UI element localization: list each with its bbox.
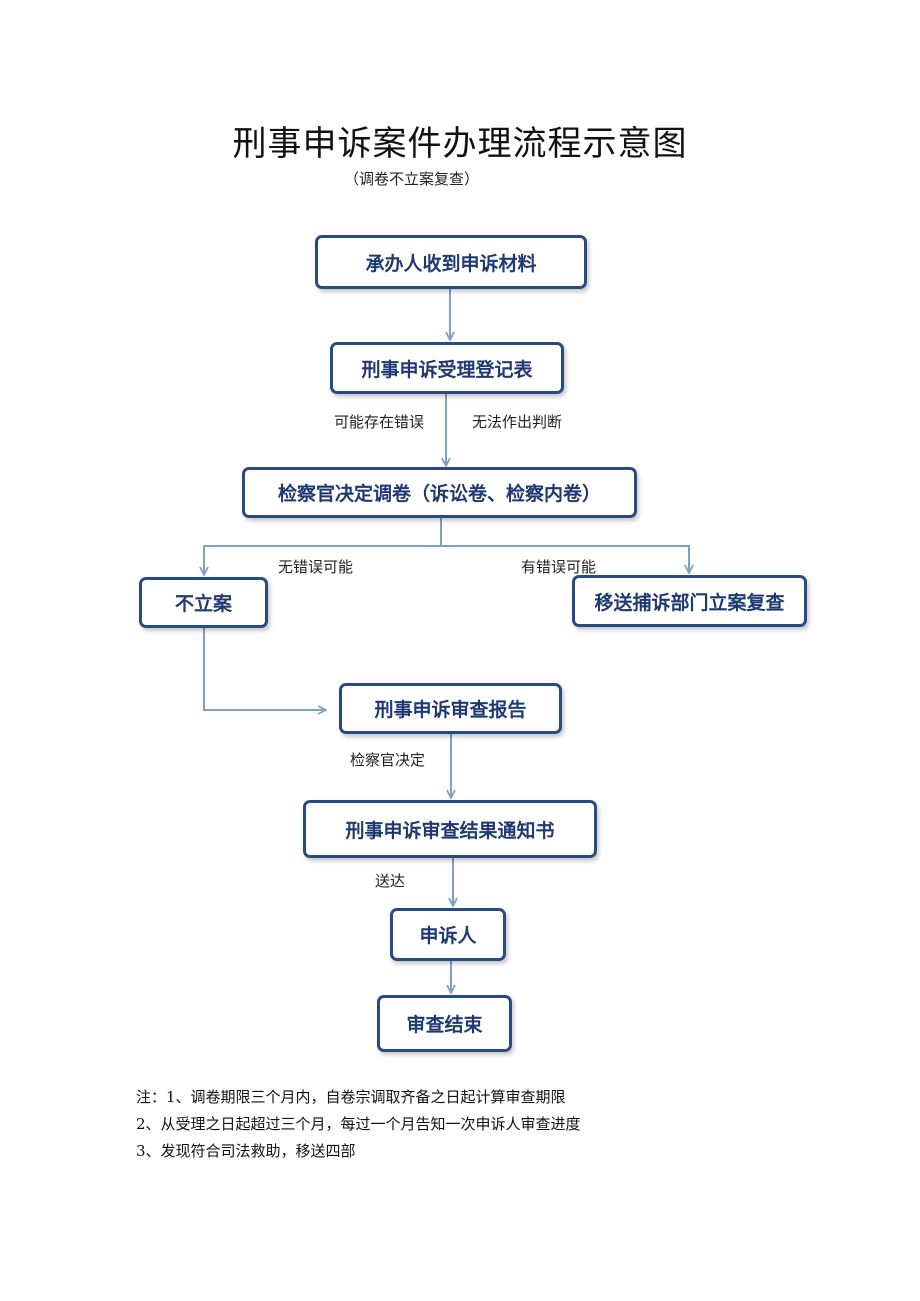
page-subtitle: （调卷不立案复查） — [344, 170, 480, 188]
node-no-case: 不立案 — [139, 577, 268, 628]
edge-label-no-error: 无错误可能 — [278, 558, 354, 576]
node-result-notice: 刑事申诉审查结果通知书 — [303, 800, 597, 858]
edge-label-maybe-error: 可能存在错误 — [334, 413, 425, 431]
arrow-branch-to-move-review — [441, 545, 689, 573]
connector-transfer-branch — [204, 518, 442, 547]
edge-label-cannot-judge: 无法作出判断 — [472, 413, 563, 431]
note-line-3: 3、发现符合司法救助，移送四部 — [136, 1142, 356, 1160]
edge-label-deliver: 送达 — [375, 872, 406, 890]
node-review-report: 刑事申诉审查报告 — [339, 683, 562, 734]
arrow-no-case-to-report — [203, 628, 326, 710]
page-title: 刑事申诉案件办理流程示意图 — [232, 124, 688, 164]
node-decide-transfer: 检察官决定调卷（诉讼卷、检察内卷） — [242, 467, 637, 518]
edge-label-prosecutor-decides: 检察官决定 — [350, 751, 426, 769]
edge-label-has-error: 有错误可能 — [521, 558, 597, 576]
node-receive-materials: 承办人收到申诉材料 — [315, 235, 587, 289]
node-review-end: 审查结束 — [377, 995, 512, 1052]
node-appellant: 申诉人 — [390, 908, 506, 961]
note-line-2: 2、从受理之日起超过三个月，每过一个月告知一次申诉人审查进度 — [136, 1115, 581, 1133]
node-register-form: 刑事申诉受理登记表 — [330, 342, 564, 394]
node-move-review: 移送捕诉部门立案复查 — [572, 575, 807, 627]
note-line-1: 注：1、调卷期限三个月内，自卷宗调取齐备之日起计算审查期限 — [136, 1088, 566, 1106]
